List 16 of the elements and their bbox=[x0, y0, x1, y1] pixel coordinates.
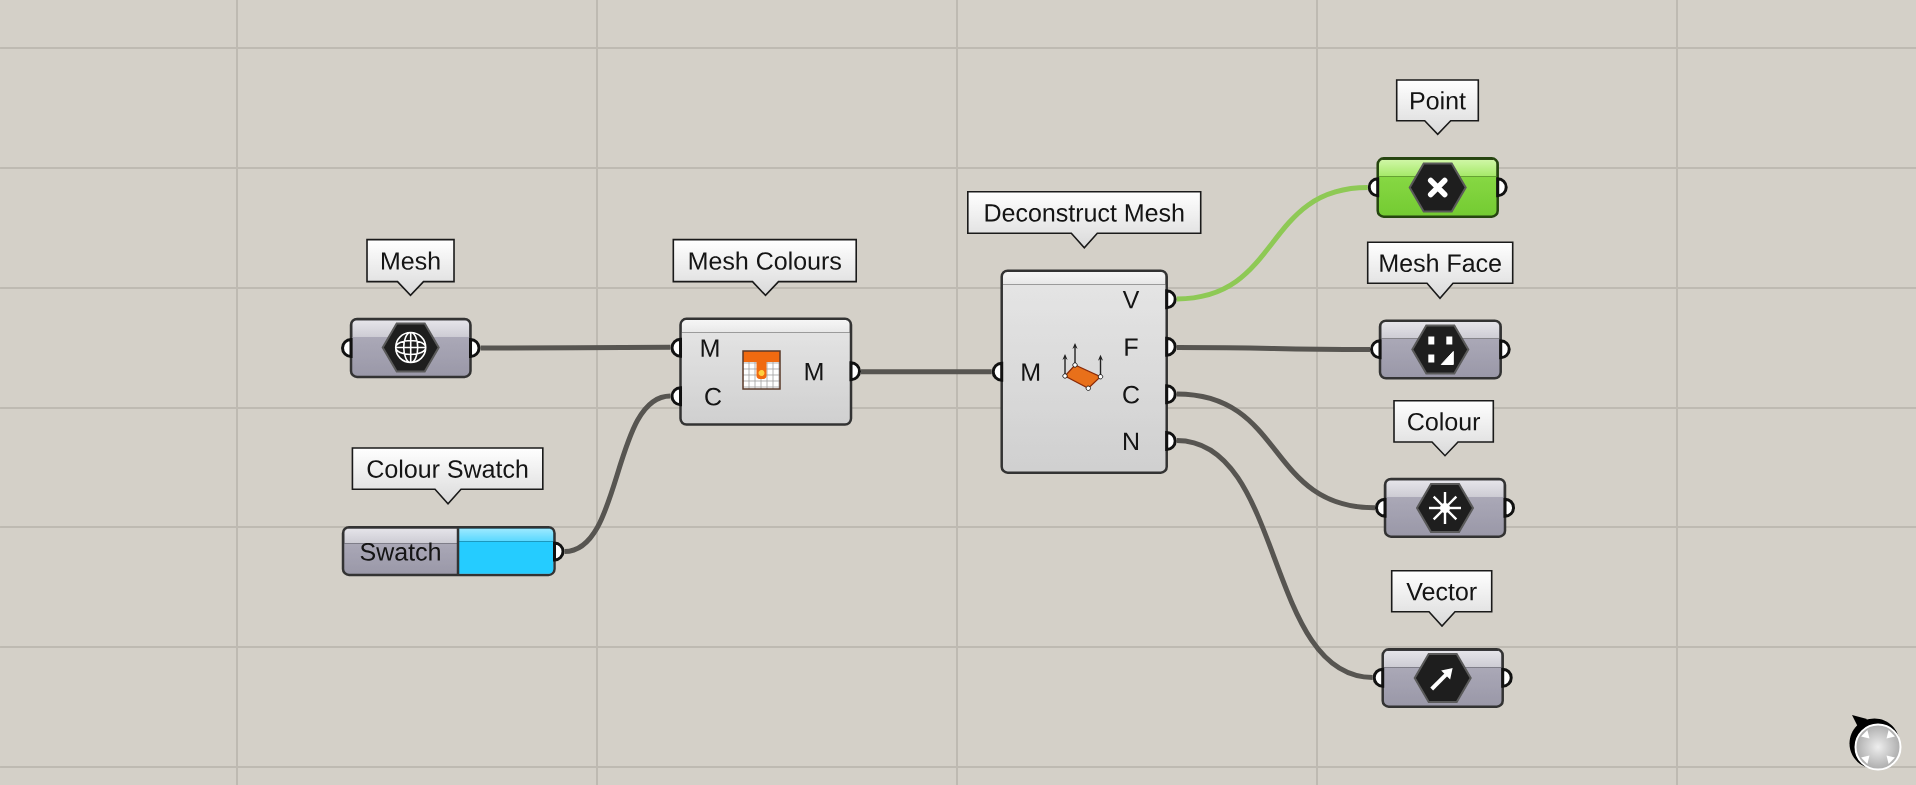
param-label: Swatch bbox=[360, 542, 440, 561]
port-label: V bbox=[1122, 291, 1140, 309]
wire bbox=[1176, 185, 1368, 302]
wire bbox=[1176, 437, 1374, 680]
wire bbox=[1176, 344, 1370, 352]
port-label: M bbox=[701, 339, 719, 357]
wire bbox=[861, 369, 992, 375]
port-label: C bbox=[705, 387, 722, 406]
wire bbox=[480, 344, 671, 351]
wire bbox=[1176, 391, 1376, 511]
port-label: F bbox=[1125, 338, 1138, 356]
wire bbox=[563, 393, 672, 554]
port-label: C bbox=[1123, 385, 1140, 404]
port-label: N bbox=[1124, 432, 1138, 450]
port-label: M bbox=[805, 363, 823, 381]
port-label: M bbox=[1022, 363, 1040, 381]
